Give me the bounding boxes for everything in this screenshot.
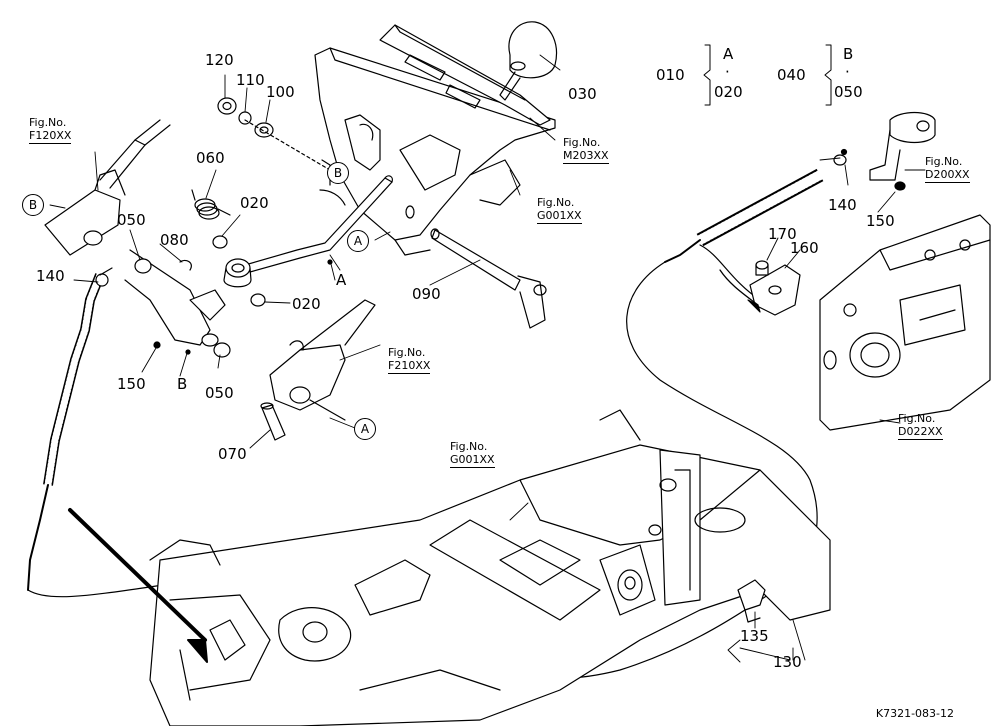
part-label-120: 120 (205, 51, 234, 69)
part-label-020-bottom: 020 (292, 295, 321, 313)
fig-ref-g001xx-top: Fig.No. G001XX (537, 196, 582, 224)
part-label-135: 135 (740, 627, 769, 645)
assembly-key-010-dot: · (725, 63, 730, 81)
part-label-060: 060 (196, 149, 225, 167)
washers-top (212, 97, 331, 307)
fig-ref-caption: Fig.No. (898, 412, 936, 425)
fig-ref-number: D200XX (925, 168, 970, 183)
shift-lever-a (223, 175, 393, 288)
fig-ref-f120xx: Fig.No. F120XX (29, 116, 72, 144)
direction-arrows (68, 269, 761, 663)
fig-ref-caption: Fig.No. (450, 440, 488, 453)
part-label-050-bottom: 050 (205, 384, 234, 402)
assembly-key-010-top: A (723, 45, 734, 63)
fig-ref-caption: Fig.No. (388, 346, 426, 359)
fig-ref-number: G001XX (537, 209, 582, 224)
fig-ref-f210xx: Fig.No. F210XX (388, 346, 431, 374)
point-label-b: B (177, 375, 188, 393)
part-label-150-right: 150 (866, 212, 895, 230)
fig-ref-number: M203XX (563, 149, 609, 164)
leader-lines (49, 54, 926, 663)
fig-ref-number: F210XX (388, 359, 431, 374)
part-label-130: 130 (773, 653, 802, 671)
assembly-key-010-bottom: 020 (714, 83, 743, 101)
fig-ref-caption: Fig.No. (537, 196, 575, 209)
assembly-key-040-top: B (843, 45, 854, 63)
assembly-key-040: 040 (777, 66, 806, 84)
point-label-a: A (336, 271, 347, 289)
lower-bracket (269, 299, 376, 421)
point-dots (153, 148, 906, 355)
part-label-160: 160 (790, 239, 819, 257)
spring-060 (191, 189, 231, 220)
assembly-key-brackets (703, 44, 832, 106)
part-label-140-left: 140 (36, 267, 65, 285)
lower-frame (149, 409, 831, 726)
ref-marker-a-bottom: A (354, 418, 376, 440)
drawing-code: K7321-083-12 (875, 707, 954, 720)
part-label-070: 070 (218, 445, 247, 463)
valve-block (819, 214, 991, 431)
fig-ref-d022xx: Fig.No. D022XX (898, 412, 943, 440)
part-label-020-top: 020 (240, 194, 269, 212)
pin-090 (430, 228, 547, 329)
part-label-170: 170 (768, 225, 797, 243)
part-label-030: 030 (568, 85, 597, 103)
fig-ref-number: D022XX (898, 425, 943, 440)
assembly-key-040-dot: · (845, 63, 850, 81)
top-bracket (379, 24, 551, 126)
fig-ref-g001xx-bottom: Fig.No. G001XX (450, 440, 495, 468)
ref-marker-b-top: B (327, 162, 349, 184)
pin-070 (260, 402, 286, 441)
part-label-090: 090 (412, 285, 441, 303)
part-label-080: 080 (160, 231, 189, 249)
ref-marker-a-center: A (347, 230, 369, 252)
part-label-150-left: 150 (117, 375, 146, 393)
fig-ref-m203xx: Fig.No. M203XX (563, 136, 609, 164)
fig-ref-caption: Fig.No. (563, 136, 601, 149)
knob-030 (499, 21, 557, 101)
clip-135 (737, 579, 766, 623)
assembly-key-010: 010 (656, 66, 685, 84)
fig-ref-number: G001XX (450, 453, 495, 468)
part-label-110: 110 (236, 71, 265, 89)
part-label-100: 100 (266, 83, 295, 101)
assembly-key-040-bottom: 050 (834, 83, 863, 101)
fig-ref-d200xx: Fig.No. D200XX (925, 155, 970, 183)
ref-marker-b-left: B (22, 194, 44, 216)
fig-ref-caption: Fig.No. (925, 155, 963, 168)
fig-ref-number: F120XX (29, 129, 72, 144)
fig-ref-caption: Fig.No. (29, 116, 67, 129)
part-label-140-right: 140 (828, 196, 857, 214)
part-label-050-top: 050 (117, 211, 146, 229)
